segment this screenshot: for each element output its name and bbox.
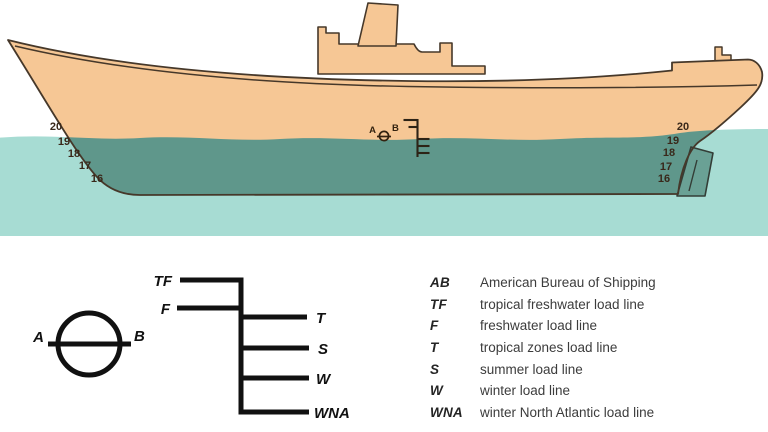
draft-number: 17 [79, 160, 91, 172]
legend-row: F freshwater load line [430, 315, 750, 337]
draft-number: 18 [663, 147, 675, 159]
legend-abbr: F [430, 318, 439, 334]
ship-scene: A B 20 19 18 17 16 20 19 18 17 16 [0, 2, 768, 236]
legend-abbr: S [430, 361, 440, 377]
draft-number: 16 [658, 173, 670, 185]
explanation-section: A B TF F T S W WNA AB American Bureau of… [0, 250, 768, 432]
diagram-letter-b: B [134, 328, 145, 345]
hull-outline [7, 39, 764, 196]
label-wna: WNA [314, 405, 350, 422]
draft-number: 20 [677, 121, 689, 133]
legend-abbr: WNA [430, 405, 463, 421]
draft-number: 19 [667, 135, 679, 147]
hull-submerged-area [8, 129, 763, 195]
draft-number: 20 [50, 121, 62, 133]
hull-mark-letter-a: A [369, 125, 376, 136]
legend-row: S summer load line [430, 359, 750, 381]
legend: AB American Bureau of Shipping TF tropic… [430, 272, 750, 424]
draft-number: 17 [660, 161, 672, 173]
legend-row: W winter load line [430, 380, 750, 402]
funnel [357, 2, 399, 47]
stern-draft-numbers: 20 19 18 17 16 [658, 121, 689, 185]
deck-sheer-line [14, 45, 758, 89]
legend-row: AB American Bureau of Shipping [430, 272, 750, 294]
legend-text: American Bureau of Shipping [480, 275, 656, 290]
draft-number: 16 [91, 173, 103, 185]
label-w: W [316, 371, 332, 388]
legend-abbr: TF [430, 296, 447, 312]
label-s: S [318, 341, 328, 358]
legend-abbr: AB [430, 275, 450, 290]
hull-loadline-comb [403, 118, 430, 157]
legend-row: WNA winter North Atlantic load line [430, 402, 750, 424]
legend-row: TF tropical freshwater load line [430, 294, 750, 316]
hull-mark-letter-b: B [392, 123, 399, 134]
legend-abbr: T [430, 340, 439, 356]
rudder [676, 146, 714, 197]
draft-number: 19 [58, 136, 70, 148]
legend-text: tropical freshwater load line [480, 296, 645, 312]
loadline-mark-diagram: A B TF F T S W WNA [32, 273, 350, 422]
legend-row: T tropical zones load line [430, 337, 750, 359]
bow-draft-numbers: 20 19 18 17 16 [50, 121, 103, 185]
rudder-line [688, 159, 698, 192]
diagram-letter-a: A [32, 329, 44, 346]
draft-number: 18 [68, 148, 80, 160]
label-f: F [161, 301, 171, 318]
label-tf: TF [154, 273, 173, 290]
deckhouse [317, 26, 486, 75]
legend-text: tropical zones load line [480, 340, 618, 356]
legend-text: summer load line [480, 361, 583, 377]
legend-text: freshwater load line [480, 318, 598, 334]
label-t: T [316, 310, 327, 327]
legend-text: winter North Atlantic load line [480, 405, 655, 421]
legend-abbr: W [430, 383, 443, 399]
gauge-vertical-line [180, 277, 244, 412]
legend-text: winter load line [480, 383, 571, 399]
